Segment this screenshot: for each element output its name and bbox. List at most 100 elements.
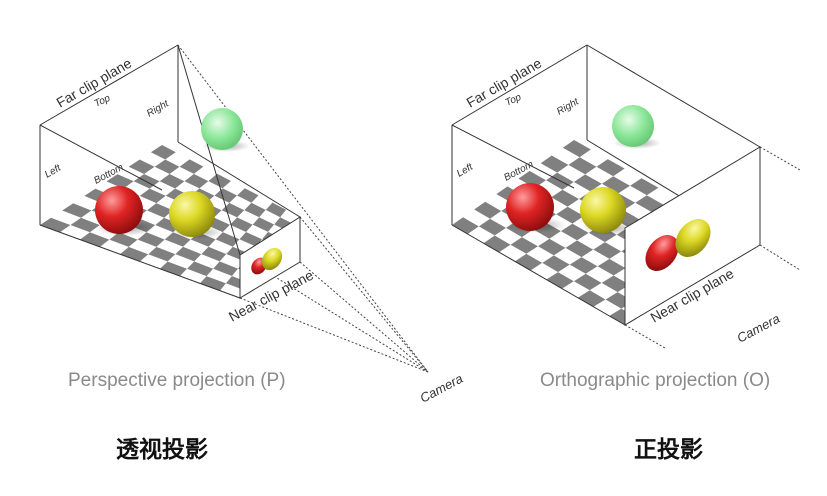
- near-yellow-projection-o: [675, 219, 711, 257]
- checker-tile: [553, 247, 582, 265]
- checker-tile: [573, 174, 602, 192]
- checker-tile: [214, 188, 238, 203]
- checker-tile: [213, 261, 239, 276]
- camera-label-perspective: Camera: [417, 371, 465, 406]
- red-sphere: [95, 186, 143, 234]
- checker-tile: [150, 145, 176, 160]
- checker-tile: [128, 239, 157, 255]
- checker-tile: [160, 261, 188, 277]
- checker-tile: [526, 246, 554, 263]
- checker-tile: [613, 168, 642, 186]
- checker-tile: [183, 239, 209, 255]
- checker-tile: [474, 201, 502, 219]
- checker-tile: [556, 206, 584, 224]
- checker-tile: [70, 217, 100, 233]
- checker-tile: [222, 224, 247, 240]
- checker-tile: [259, 209, 281, 225]
- checker-tile: [618, 185, 647, 203]
- checker-tile: [549, 231, 578, 248]
- checker-tile: [630, 178, 659, 196]
- perspective-group: Far clip plane Top Right Left Bottom Nea…: [39, 44, 465, 406]
- perspective-title-cn: 透视投影: [116, 437, 208, 463]
- checker-tile: [208, 239, 233, 254]
- checker-tile: [251, 195, 273, 210]
- top-label-perspective: Top: [93, 93, 113, 110]
- checker-tile: [601, 176, 631, 194]
- checker-tile: [551, 147, 580, 165]
- right-label-perspective: Right: [145, 98, 172, 120]
- checker-tile: [635, 195, 664, 213]
- checker-tile: [184, 173, 209, 189]
- frustum-rays: [39, 44, 429, 373]
- checker-tile: [561, 223, 589, 241]
- checker-tile: [463, 209, 491, 227]
- checker-tile: [522, 229, 550, 247]
- checker-tile: [80, 232, 110, 247]
- checker-tile: [467, 226, 495, 244]
- left-label-orthographic: Left: [455, 161, 476, 179]
- checker-tile: [514, 253, 543, 271]
- checker-tile: [137, 210, 165, 225]
- checker-tile: [208, 173, 231, 189]
- checker-tile: [137, 232, 165, 247]
- checker-tile: [220, 283, 246, 298]
- green-sphere-o: [612, 105, 654, 147]
- yellow-sphere: [169, 191, 215, 237]
- far-clip-label-orthographic: Far clip plane: [464, 55, 545, 111]
- checker-tile: [139, 152, 166, 167]
- checker-tile: [215, 232, 240, 247]
- checker-tile: [534, 180, 563, 198]
- checker-tile: [229, 195, 252, 211]
- checker-tile: [518, 170, 547, 188]
- right-label-orthographic: Right: [555, 96, 582, 118]
- checker-tile: [585, 266, 614, 283]
- checker-tile: [452, 217, 479, 235]
- checker-tile: [530, 262, 559, 280]
- checker-tile: [100, 239, 129, 255]
- checker-tile: [200, 276, 226, 291]
- checker-tile: [569, 257, 598, 274]
- checker-tile: [106, 174, 134, 189]
- checker-tile: [159, 174, 185, 189]
- checker-tile: [585, 166, 614, 184]
- checker-tile: [237, 188, 259, 203]
- near-red-projection-o: [645, 235, 679, 271]
- checker-tile: [551, 189, 580, 207]
- checker-tile: [485, 194, 513, 211]
- perspective-caption: Perspective projection (P): [68, 370, 286, 391]
- yellow-sphere-o: [580, 187, 626, 233]
- checker-tile: [165, 152, 190, 167]
- checker-tile: [109, 232, 138, 247]
- checker-tile: [601, 275, 630, 293]
- checker-tile: [494, 227, 522, 245]
- checker-tile: [565, 240, 594, 258]
- checker-tile: [149, 181, 176, 196]
- checker-tile: [175, 246, 202, 262]
- checker-tile: [120, 246, 149, 262]
- checker-tile: [265, 202, 287, 218]
- checker-tile: [179, 159, 204, 174]
- checker-tile: [187, 261, 214, 277]
- left-label-perspective: Left: [43, 162, 64, 180]
- checker-tile: [230, 217, 253, 232]
- checker-tile: [589, 282, 618, 300]
- checker-tile: [60, 225, 90, 240]
- checker-tile: [222, 181, 245, 196]
- checker-tile: [40, 217, 71, 233]
- checker-tile: [144, 166, 170, 182]
- checker-tile: [478, 218, 507, 236]
- checker-tile: [123, 181, 150, 196]
- checker-tile: [540, 155, 569, 173]
- checker-tile: [562, 140, 591, 158]
- checker-tile: [246, 224, 269, 240]
- checker-tile: [483, 235, 511, 253]
- checker-tile: [499, 244, 527, 262]
- orthographic-group: Far clip plane Top Right Left Bottom Nea…: [451, 44, 801, 349]
- checker-tile: [593, 299, 622, 316]
- top-label-orthographic: Top: [504, 92, 524, 109]
- checker-tile: [139, 188, 166, 204]
- checker-tile: [562, 281, 590, 298]
- checker-tile: [558, 264, 586, 282]
- checker-tile: [169, 166, 194, 182]
- checker-tile: [510, 237, 538, 254]
